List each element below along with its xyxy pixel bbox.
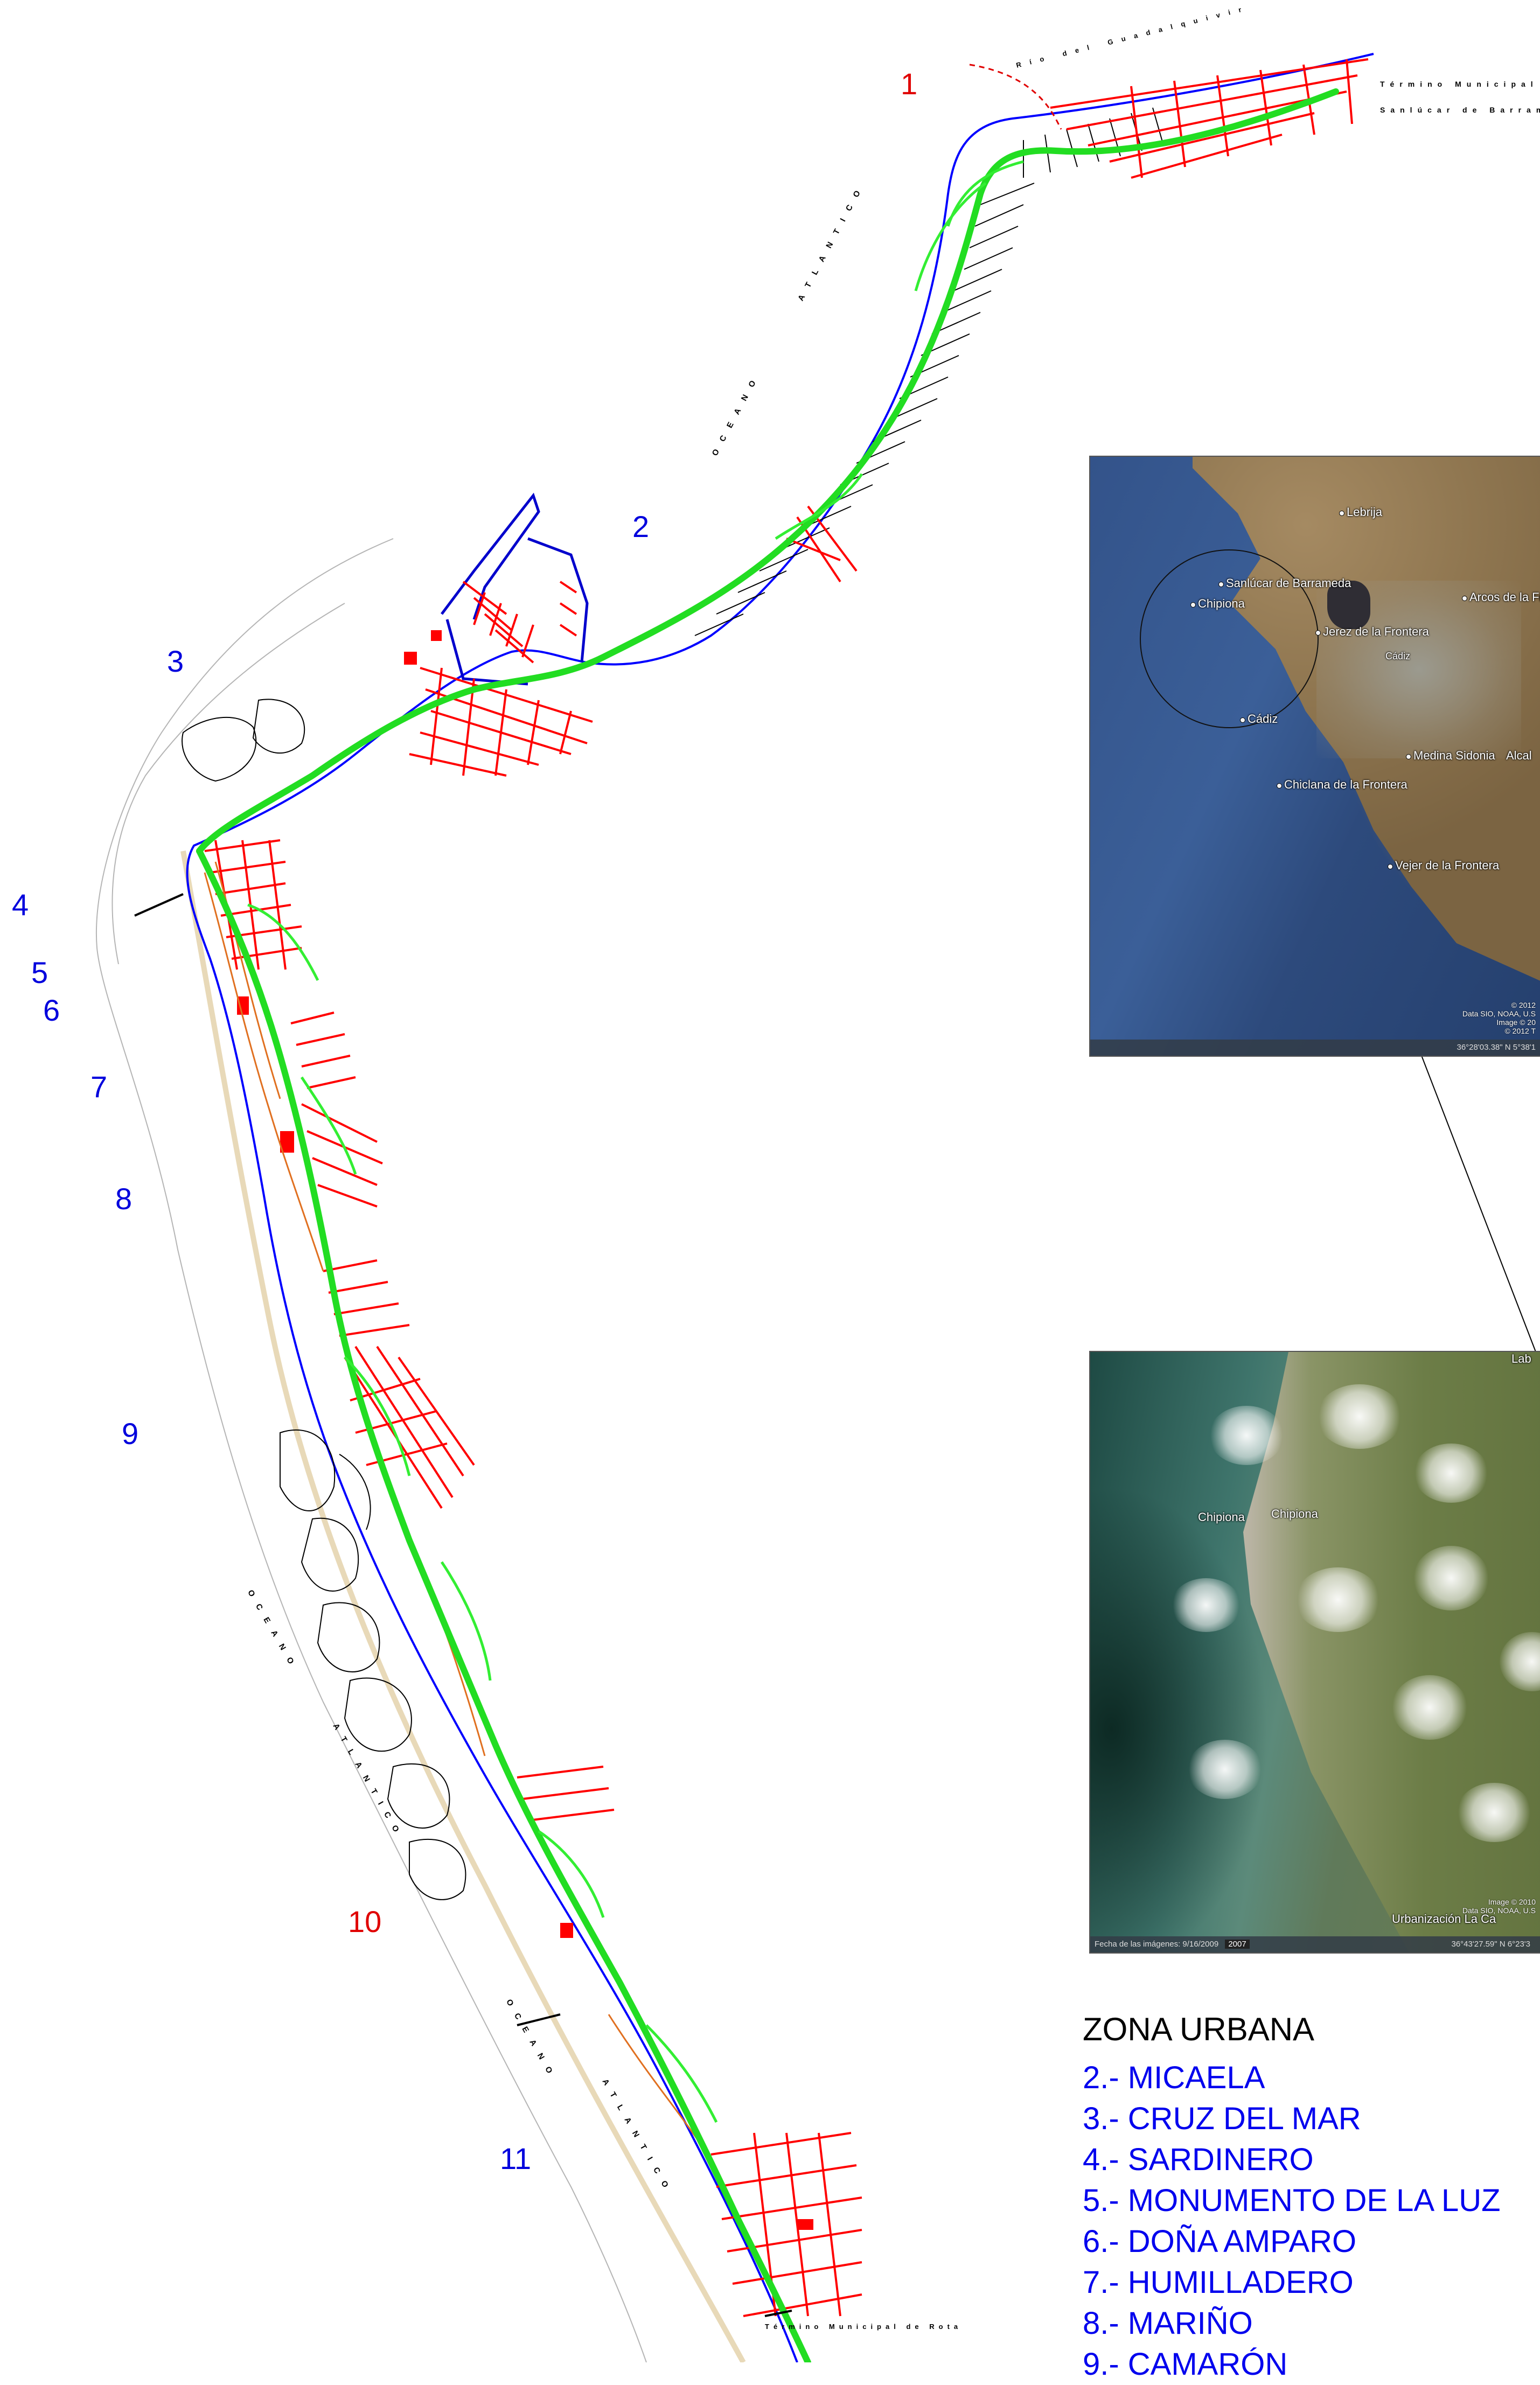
legend-item: 3.- CRUZ DEL MAR [1083,2101,1361,2136]
coordinates: 36°43'27.59" N 6°23'3 [1451,1940,1531,1949]
zone-label-8: 8 [115,1182,133,1216]
donana-patch [1327,581,1370,629]
sand-strip [180,850,746,2362]
town-lebrija: Lebrija [1347,505,1383,519]
town-arcos: Arcos de la Fr [1469,590,1540,604]
town-dot [1388,864,1393,869]
harbour [441,492,589,686]
town-cadiz: Cádiz [1248,712,1278,726]
bathymetry-lines [95,538,647,2362]
town-urbanizacion: Urbanización La Ca [1392,1912,1496,1926]
town-dot [1406,754,1411,759]
boundary-label-bottom: Término Municipal de Rota [765,2323,963,2331]
year-badge: 2007 [1225,1940,1250,1949]
parcel-lines-north [694,107,1164,636]
zone-label-11: 11 [500,2142,532,2175]
town-vejer: Vejer de la Frontera [1395,859,1500,872]
zone-label-2: 2 [632,510,650,543]
inset-regional-satellite: Lebrija Sanlúcar de Barrameda Chipiona A… [1089,456,1540,1057]
harbour-red [462,581,577,664]
zone-label-9: 9 [122,1417,139,1450]
legend-item: 8.- MARIÑO [1083,2306,1253,2341]
credit-line: Image © 2010 [1488,1898,1536,1906]
province-cadiz: Cádiz [1385,651,1411,661]
inset-local-satellite: Chipiona Chipiona Lab Urbanización La Ca… [1089,1351,1540,1954]
town-chipiona-2: Chipiona [1271,1507,1318,1521]
boundary-label-top-2: Sanlúcar de Barrameda [1380,106,1540,114]
urban-areas [204,58,1369,2317]
town-sanlucar: Sanlúcar de Barrameda [1226,576,1351,590]
cloud [1392,1675,1467,1740]
town-dot [1339,511,1344,516]
town-jerez: Jerez de la Frontera [1323,625,1429,638]
study-area-circle [1140,549,1319,728]
town-chiclana: Chiclana de la Frontera [1284,778,1407,791]
town-dot [1240,717,1245,723]
cloud [1457,1783,1532,1842]
boundary-label-top-1: Término Municipal de [1380,80,1540,88]
credit-line: © 2012 T [1504,1027,1536,1035]
jetties [134,893,792,2317]
cloud [1316,1384,1403,1449]
town-top-right: Lab [1511,1352,1531,1365]
zone-label-1: 1 [901,67,918,101]
town-dot [1190,602,1196,608]
imagery-credit: Image © 2010 Data SIO, NOAA, U.S [1462,1898,1536,1915]
legend-item: 7.- HUMILLADERO [1083,2265,1354,2300]
legend-item: 4.- SARDINERO [1083,2142,1314,2177]
coordinate-readout: Fecha de las imágenes: 9/16/2009 2007 36… [1090,1936,1540,1952]
town-dot [1315,630,1321,636]
town-alcala: Alcal [1506,749,1532,762]
green-branches [247,160,1024,2123]
legend-title: ZONA URBANA [1083,2011,1315,2047]
legend-item: 6.- DOÑA AMPARO [1083,2224,1357,2259]
cloud [1295,1567,1381,1632]
parcel-lines-west [182,699,466,1900]
credit-line: Data SIO, NOAA, U.S [1462,1009,1536,1018]
town-dot [1218,582,1224,587]
cloud [1413,1443,1489,1503]
credit-line: © 2012 [1511,1001,1536,1009]
town-chipiona: Chipiona [1198,597,1245,610]
town-chipiona-1: Chipiona [1198,1510,1245,1524]
zone-label-10: 10 [348,1905,382,1938]
coastline [186,53,1374,2362]
zone-label-5: 5 [31,956,48,989]
town-dot [1462,596,1467,601]
credit-line: Image © 20 [1496,1018,1536,1027]
imagery-date: Fecha de las imágenes: 9/16/2009 [1095,1940,1219,1949]
town-dot [1277,783,1282,789]
legend: ZONA URBANA 2.- MICAELA 3.- CRUZ DEL MAR… [1083,2013,1540,2385]
coordinate-readout: 36°28'03.38" N 5°38'1 [1090,1040,1540,1056]
credit-line: Data SIO, NOAA, U.S [1462,1906,1536,1915]
legend-item: 5.- MONUMENTO DE LA LUZ [1083,2183,1501,2218]
river-boundary [969,64,1062,130]
zone-label-4: 4 [12,888,29,922]
green-network [196,88,1339,2362]
town-medina: Medina Sidonia [1413,749,1495,762]
cloud [1187,1740,1263,1799]
imagery-credit: © 2012 Data SIO, NOAA, U.S Image © 20 © … [1462,1001,1536,1035]
zone-label-6: 6 [43,993,60,1027]
legend-item: 2.- MICAELA [1083,2060,1265,2095]
urban-blocks [237,630,813,2230]
zone-label-7: 7 [90,1070,108,1104]
zone-label-3: 3 [167,644,184,678]
cloud [1209,1406,1284,1465]
legend-item: 9.- CAMARÓN [1083,2347,1288,2382]
cloud [1413,1546,1489,1610]
cloud [1171,1578,1241,1632]
